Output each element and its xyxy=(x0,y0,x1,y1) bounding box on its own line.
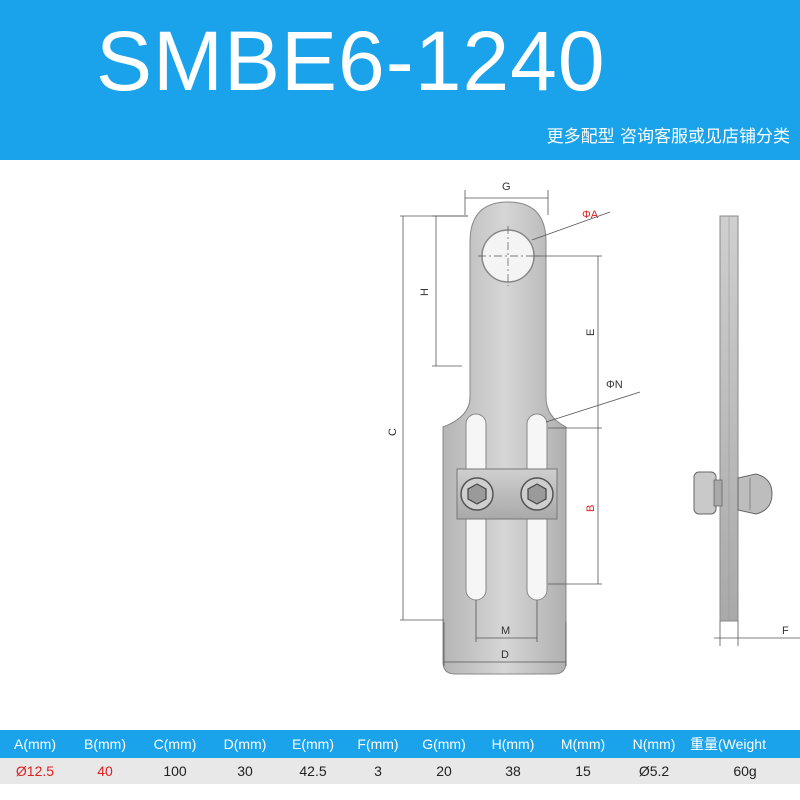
label-g: G xyxy=(502,181,511,193)
header-h: H(mm) xyxy=(491,736,535,752)
product-title: SMBE6-1240 xyxy=(96,14,606,108)
header-c: C(mm) xyxy=(153,736,197,752)
header-b: B(mm) xyxy=(84,736,126,752)
header-f: F(mm) xyxy=(357,736,399,752)
header-a: A(mm) xyxy=(14,736,56,752)
header-d: D(mm) xyxy=(223,736,267,752)
label-d: D xyxy=(501,649,509,661)
label-b: B xyxy=(585,505,597,512)
value-f: 3 xyxy=(374,763,382,779)
spec-table: A(mm) B(mm) C(mm) D(mm) E(mm) F(mm) G(mm… xyxy=(0,726,800,800)
header-weight: 重量(Weight xyxy=(690,736,766,752)
side-bolt-head xyxy=(693,471,717,515)
technical-drawing: G ΦA C H E ΦN B M D xyxy=(0,160,800,726)
label-m: M xyxy=(501,625,510,637)
spec-table-header: A(mm) B(mm) C(mm) D(mm) E(mm) F(mm) G(mm… xyxy=(0,730,800,758)
label-e: E xyxy=(585,329,597,336)
label-c: C xyxy=(387,428,399,436)
label-f: F xyxy=(782,625,789,637)
header-n: N(mm) xyxy=(632,736,676,752)
value-e: 42.5 xyxy=(299,763,327,779)
value-m: 15 xyxy=(575,763,591,779)
header-banner: SMBE6-1240 更多配型 咨询客服或见店铺分类 xyxy=(0,0,800,160)
value-d: 30 xyxy=(237,763,253,779)
value-b: 40 xyxy=(97,763,113,779)
value-a: Ø12.5 xyxy=(15,763,55,779)
drawing-svg: G ΦA C H E ΦN B M D xyxy=(387,181,800,675)
header-e: E(mm) xyxy=(292,736,334,752)
label-phi-n: ΦN xyxy=(606,379,623,391)
value-n: Ø5.2 xyxy=(638,763,670,779)
product-subtitle: 更多配型 咨询客服或见店铺分类 xyxy=(546,127,790,147)
label-h: H xyxy=(419,288,431,296)
header-m: M(mm) xyxy=(560,736,606,752)
value-c: 100 xyxy=(163,763,187,779)
label-phi-a: ΦA xyxy=(582,209,599,221)
value-h: 38 xyxy=(505,763,521,779)
value-g: 20 xyxy=(436,763,452,779)
value-weight: 60g xyxy=(733,763,757,779)
spec-table-row: Ø12.5 40 100 30 42.5 3 20 38 15 Ø5.2 60g xyxy=(0,758,800,784)
side-nut xyxy=(737,473,773,515)
header-g: G(mm) xyxy=(422,736,466,752)
